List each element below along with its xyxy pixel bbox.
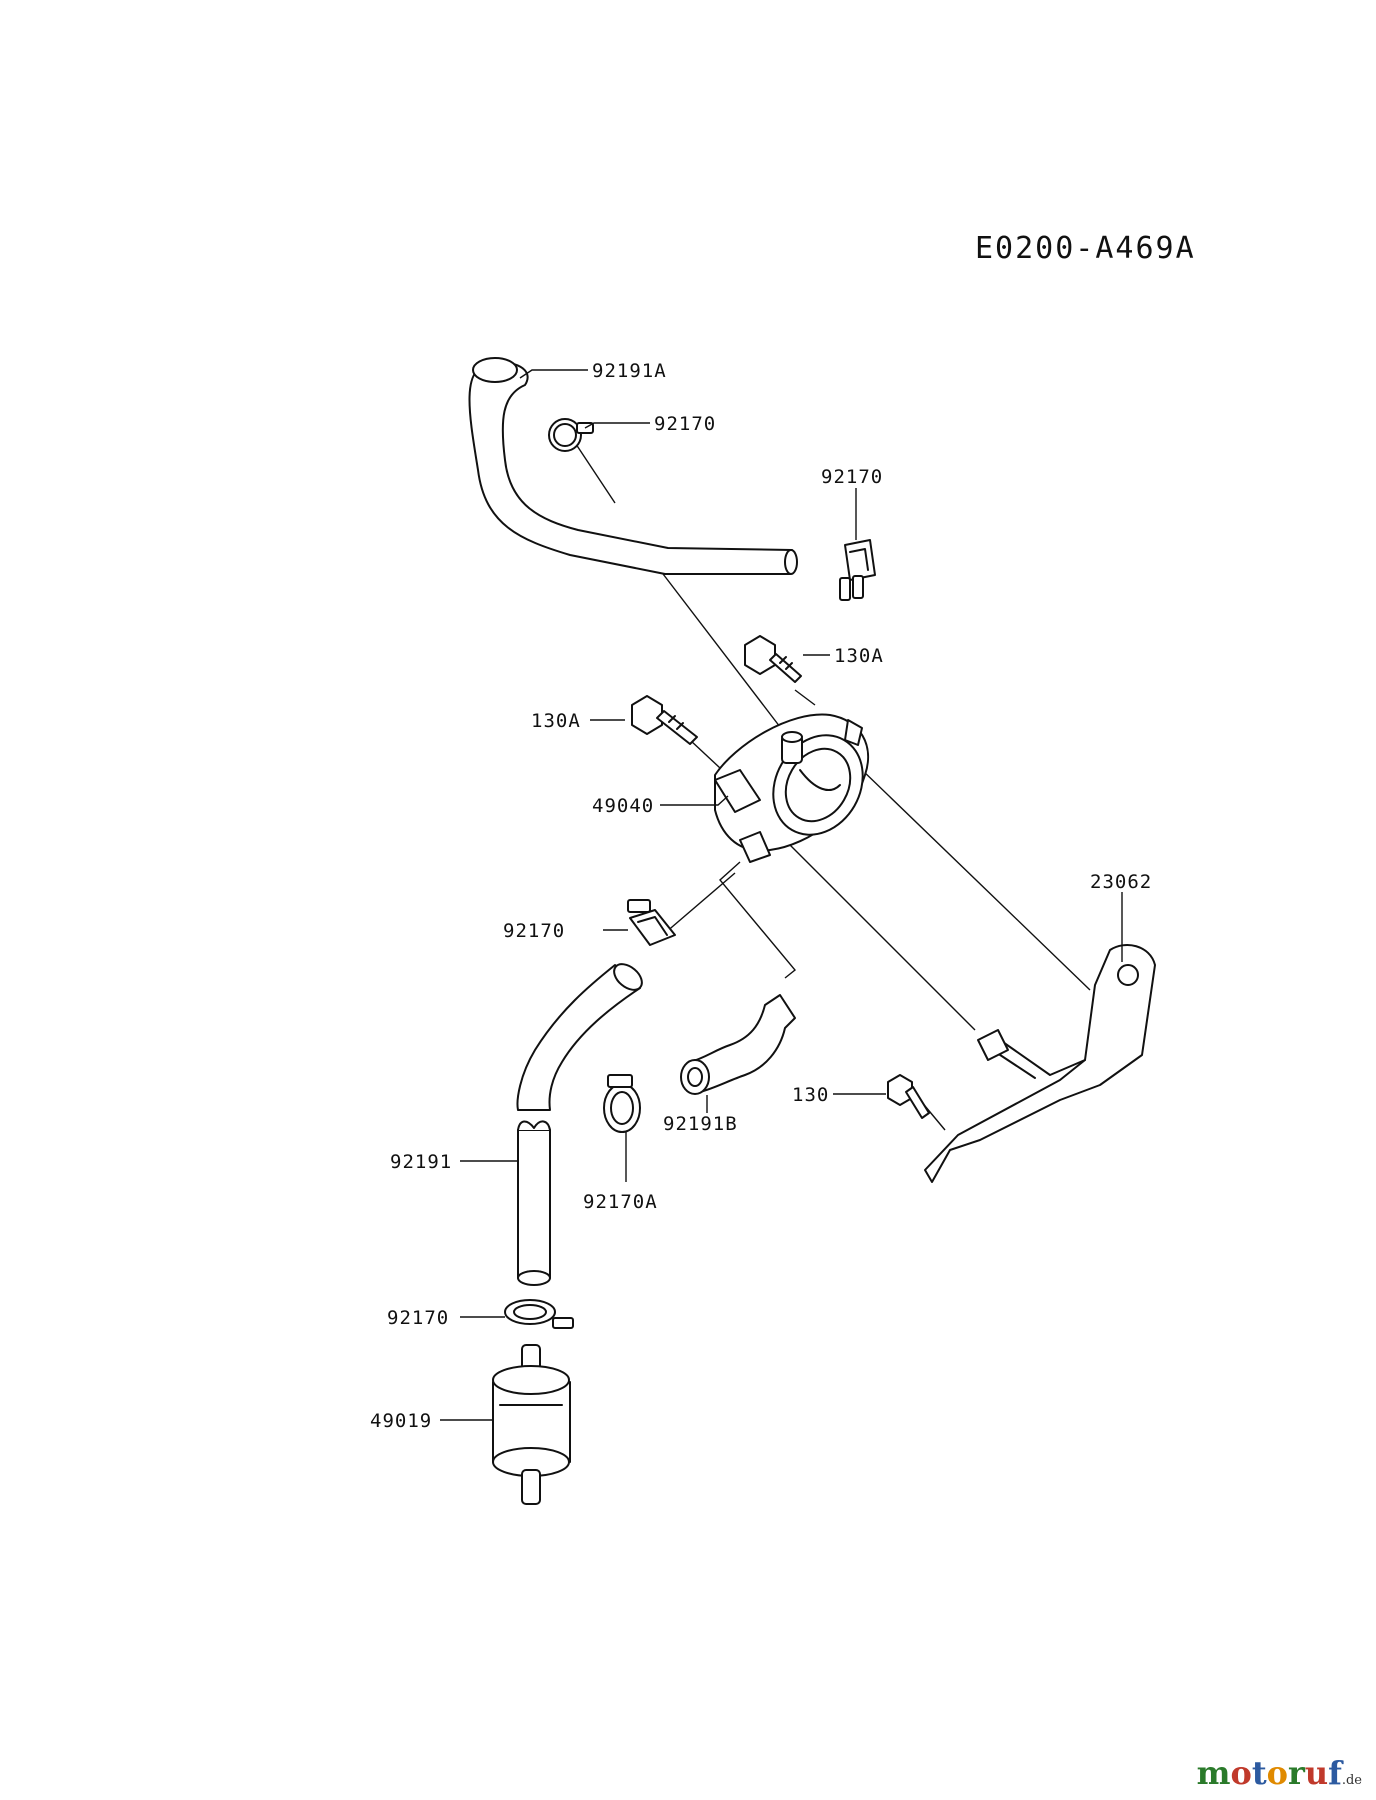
watermark-letter: t (1251, 1754, 1267, 1792)
fuel-pump-49040 (714, 713, 870, 863)
label-fuel-pump-49040: 49040 (592, 795, 654, 817)
label-clamp-upper-a: 92170 (654, 413, 716, 435)
assembly-lines (559, 419, 1091, 1131)
clamp-mid (627, 899, 676, 946)
watermark-logo: motoruf.de (1197, 1754, 1362, 1792)
label-clamp-92170a: 92170A (583, 1191, 658, 1213)
label-bolt-130a-right: 130A (834, 645, 884, 667)
label-bolt-130: 130 (792, 1084, 829, 1106)
watermark-letter: o (1230, 1754, 1252, 1792)
watermark-letter: m (1196, 1754, 1231, 1792)
watermark-text: motoruf (1197, 1754, 1342, 1792)
watermark-letter: f (1328, 1754, 1342, 1792)
bolt-130a-left (631, 695, 698, 745)
bolt-130a-right (744, 635, 802, 683)
label-hose-92191b: 92191B (663, 1113, 738, 1135)
fuel-filter-49019 (492, 1344, 571, 1505)
clamp-upper-a (548, 418, 594, 452)
clamp-lower (504, 1299, 574, 1329)
bracket-23062 (924, 944, 1156, 1183)
hose-92191-lower-segment (517, 1120, 551, 1286)
bolt-130 (887, 1074, 930, 1119)
diagram-code: E0200-A469A (975, 231, 1196, 266)
hose-92191a (468, 357, 798, 575)
hose-92191b (680, 994, 796, 1095)
clamp-upper-b (839, 539, 876, 601)
label-bracket-23062: 23062 (1090, 871, 1152, 893)
clamp-92170a (603, 1074, 641, 1133)
label-bolt-130a-left: 130A (531, 710, 581, 732)
label-clamp-mid: 92170 (503, 920, 565, 942)
watermark-letter: o (1266, 1754, 1288, 1792)
leader-lines (440, 369, 1123, 1421)
watermark-letter: u (1304, 1754, 1329, 1792)
label-hose-92191a: 92191A (592, 360, 667, 382)
watermark-suffix: .de (1341, 1773, 1362, 1788)
hose-92191-upper-segment (516, 963, 643, 1111)
label-clamp-lower: 92170 (387, 1307, 449, 1329)
label-clamp-upper-b: 92170 (821, 466, 883, 488)
watermark-letter: r (1287, 1754, 1305, 1792)
label-fuel-filter-49019: 49019 (370, 1410, 432, 1432)
label-hose-92191: 92191 (390, 1151, 452, 1173)
